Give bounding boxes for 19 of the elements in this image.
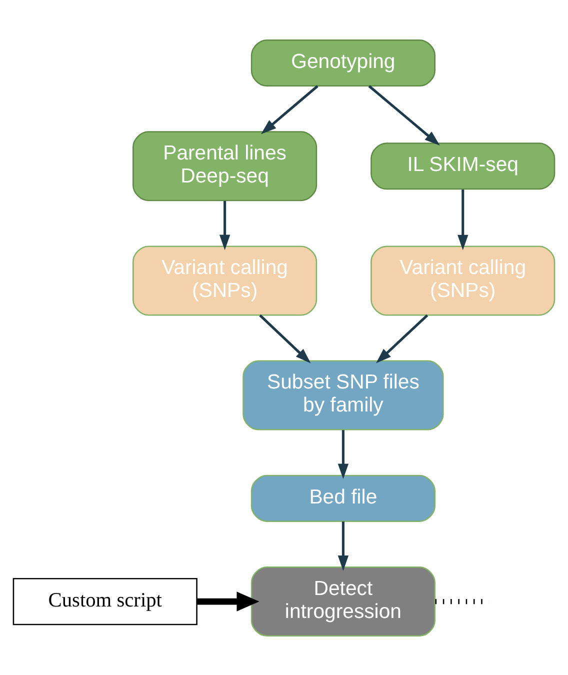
node-box: Variant calling (SNPs) [370,245,556,316]
node-box: Detect introgression [250,566,436,636]
arrow [338,521,349,570]
node-box: Variant calling (SNPs) [132,245,318,316]
node-box: Bed file [250,474,436,522]
node-box: Subset SNP files by family [242,360,444,430]
node-box: IL SKIM-seq [370,142,556,190]
arrow [368,84,440,146]
arrow [261,84,318,134]
node-box: Parental lines Deep-seq [132,130,318,201]
arrow [219,200,230,250]
arrow [197,591,260,611]
node-box: Custom script [12,577,198,625]
arrow [259,314,311,363]
arrow [458,189,468,250]
arrow [338,430,349,479]
arrow [376,314,428,363]
node-box: Genotyping [250,38,436,86]
connector [435,598,489,604]
